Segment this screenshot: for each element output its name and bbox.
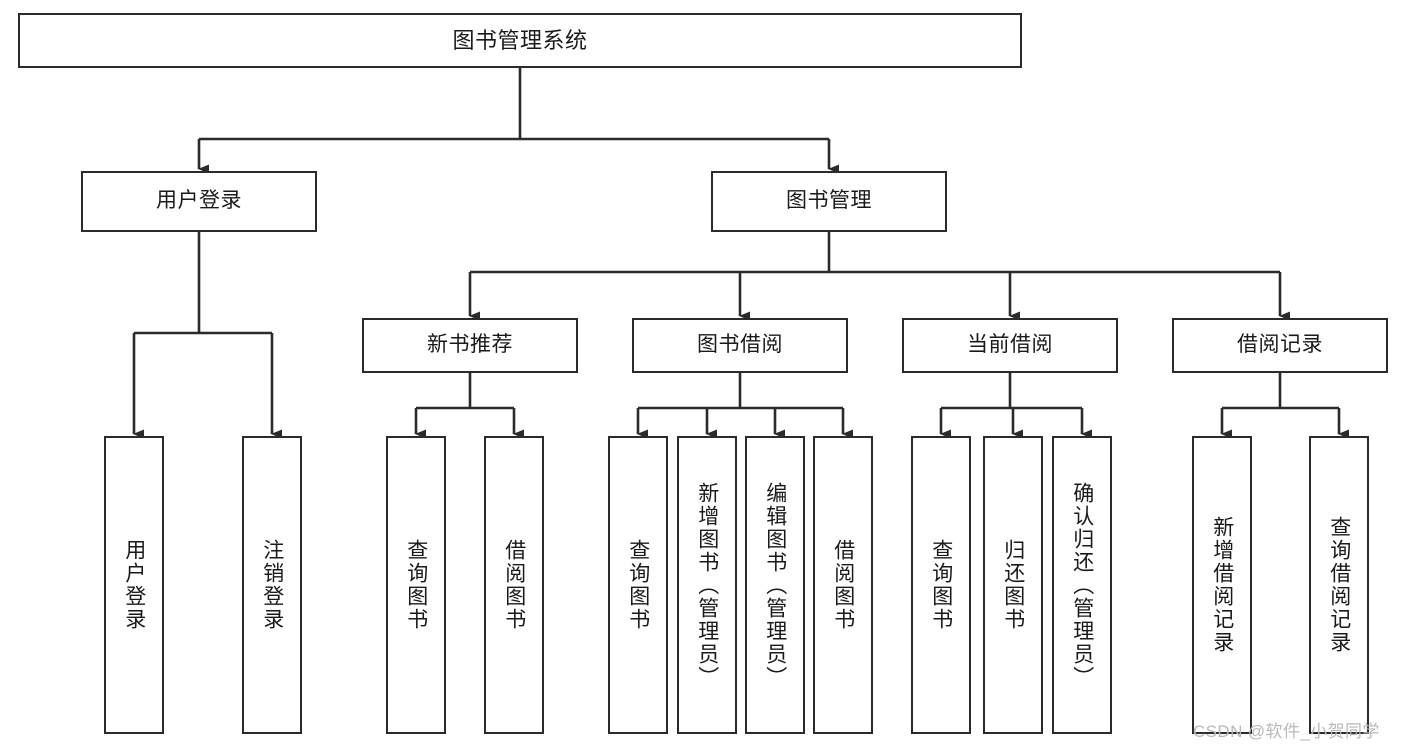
node-leaf-return-book[interactable]: 归还图书 bbox=[983, 436, 1043, 734]
node-label-leaf-return-book: 归还图书 bbox=[1001, 539, 1025, 631]
node-label-leaf-add-borrow-record: 新增借阅记录 bbox=[1210, 516, 1234, 654]
node-label-leaf-logout-login: 注销登录 bbox=[260, 539, 284, 631]
node-label-leaf-query-borrow-record: 查询借阅记录 bbox=[1327, 516, 1351, 654]
node-current-borrow[interactable]: 当前借阅 bbox=[902, 318, 1118, 373]
node-leaf-query-book-borrow[interactable]: 查询图书 bbox=[608, 436, 668, 734]
node-label-new-book-recommend: 新书推荐 bbox=[427, 333, 513, 357]
node-leaf-borrow-book[interactable]: 借阅图书 bbox=[813, 436, 873, 734]
node-leaf-confirm-return-admin[interactable]: 确认归还（管理员） bbox=[1052, 436, 1112, 734]
node-label-leaf-edit-book-admin: 编辑图书（管理员） bbox=[763, 481, 787, 689]
node-label-leaf-add-book-admin: 新增图书（管理员） bbox=[695, 481, 719, 689]
connector-lines bbox=[132, 68, 1349, 439]
node-borrow-record[interactable]: 借阅记录 bbox=[1172, 318, 1388, 373]
node-leaf-edit-book-admin[interactable]: 编辑图书（管理员） bbox=[745, 436, 805, 734]
node-label-current-borrow: 当前借阅 bbox=[967, 333, 1053, 357]
node-label-leaf-user-login: 用户登录 bbox=[122, 539, 146, 631]
node-label-borrow-record: 借阅记录 bbox=[1237, 333, 1323, 357]
node-label-leaf-query-book-borrow: 查询图书 bbox=[626, 539, 650, 631]
node-leaf-borrow-book-recommend[interactable]: 借阅图书 bbox=[484, 436, 544, 734]
node-label-book-borrow: 图书借阅 bbox=[697, 333, 783, 357]
node-label-leaf-borrow-book-recommend: 借阅图书 bbox=[502, 539, 526, 631]
node-new-book-recommend[interactable]: 新书推荐 bbox=[362, 318, 578, 373]
node-label-user-login: 用户登录 bbox=[156, 189, 242, 213]
node-label-book-manage: 图书管理 bbox=[786, 189, 872, 213]
node-leaf-add-borrow-record[interactable]: 新增借阅记录 bbox=[1192, 436, 1252, 734]
node-book-borrow[interactable]: 图书借阅 bbox=[632, 318, 848, 373]
node-user-login[interactable]: 用户登录 bbox=[81, 171, 317, 232]
node-label-root: 图书管理系统 bbox=[452, 27, 588, 53]
node-leaf-query-book-current[interactable]: 查询图书 bbox=[911, 436, 971, 734]
node-leaf-user-login[interactable]: 用户登录 bbox=[104, 436, 164, 734]
node-leaf-add-book-admin[interactable]: 新增图书（管理员） bbox=[677, 436, 737, 734]
node-book-manage[interactable]: 图书管理 bbox=[711, 171, 947, 232]
node-leaf-query-book-recommend[interactable]: 查询图书 bbox=[386, 436, 446, 734]
node-label-leaf-confirm-return-admin: 确认归还（管理员） bbox=[1070, 481, 1094, 689]
node-label-leaf-query-book-recommend: 查询图书 bbox=[404, 539, 428, 631]
node-root[interactable]: 图书管理系统 bbox=[18, 13, 1022, 68]
node-label-leaf-borrow-book: 借阅图书 bbox=[831, 539, 855, 631]
node-leaf-query-borrow-record[interactable]: 查询借阅记录 bbox=[1309, 436, 1369, 734]
node-leaf-logout-login[interactable]: 注销登录 bbox=[242, 436, 302, 734]
node-label-leaf-query-book-current: 查询图书 bbox=[929, 539, 953, 631]
